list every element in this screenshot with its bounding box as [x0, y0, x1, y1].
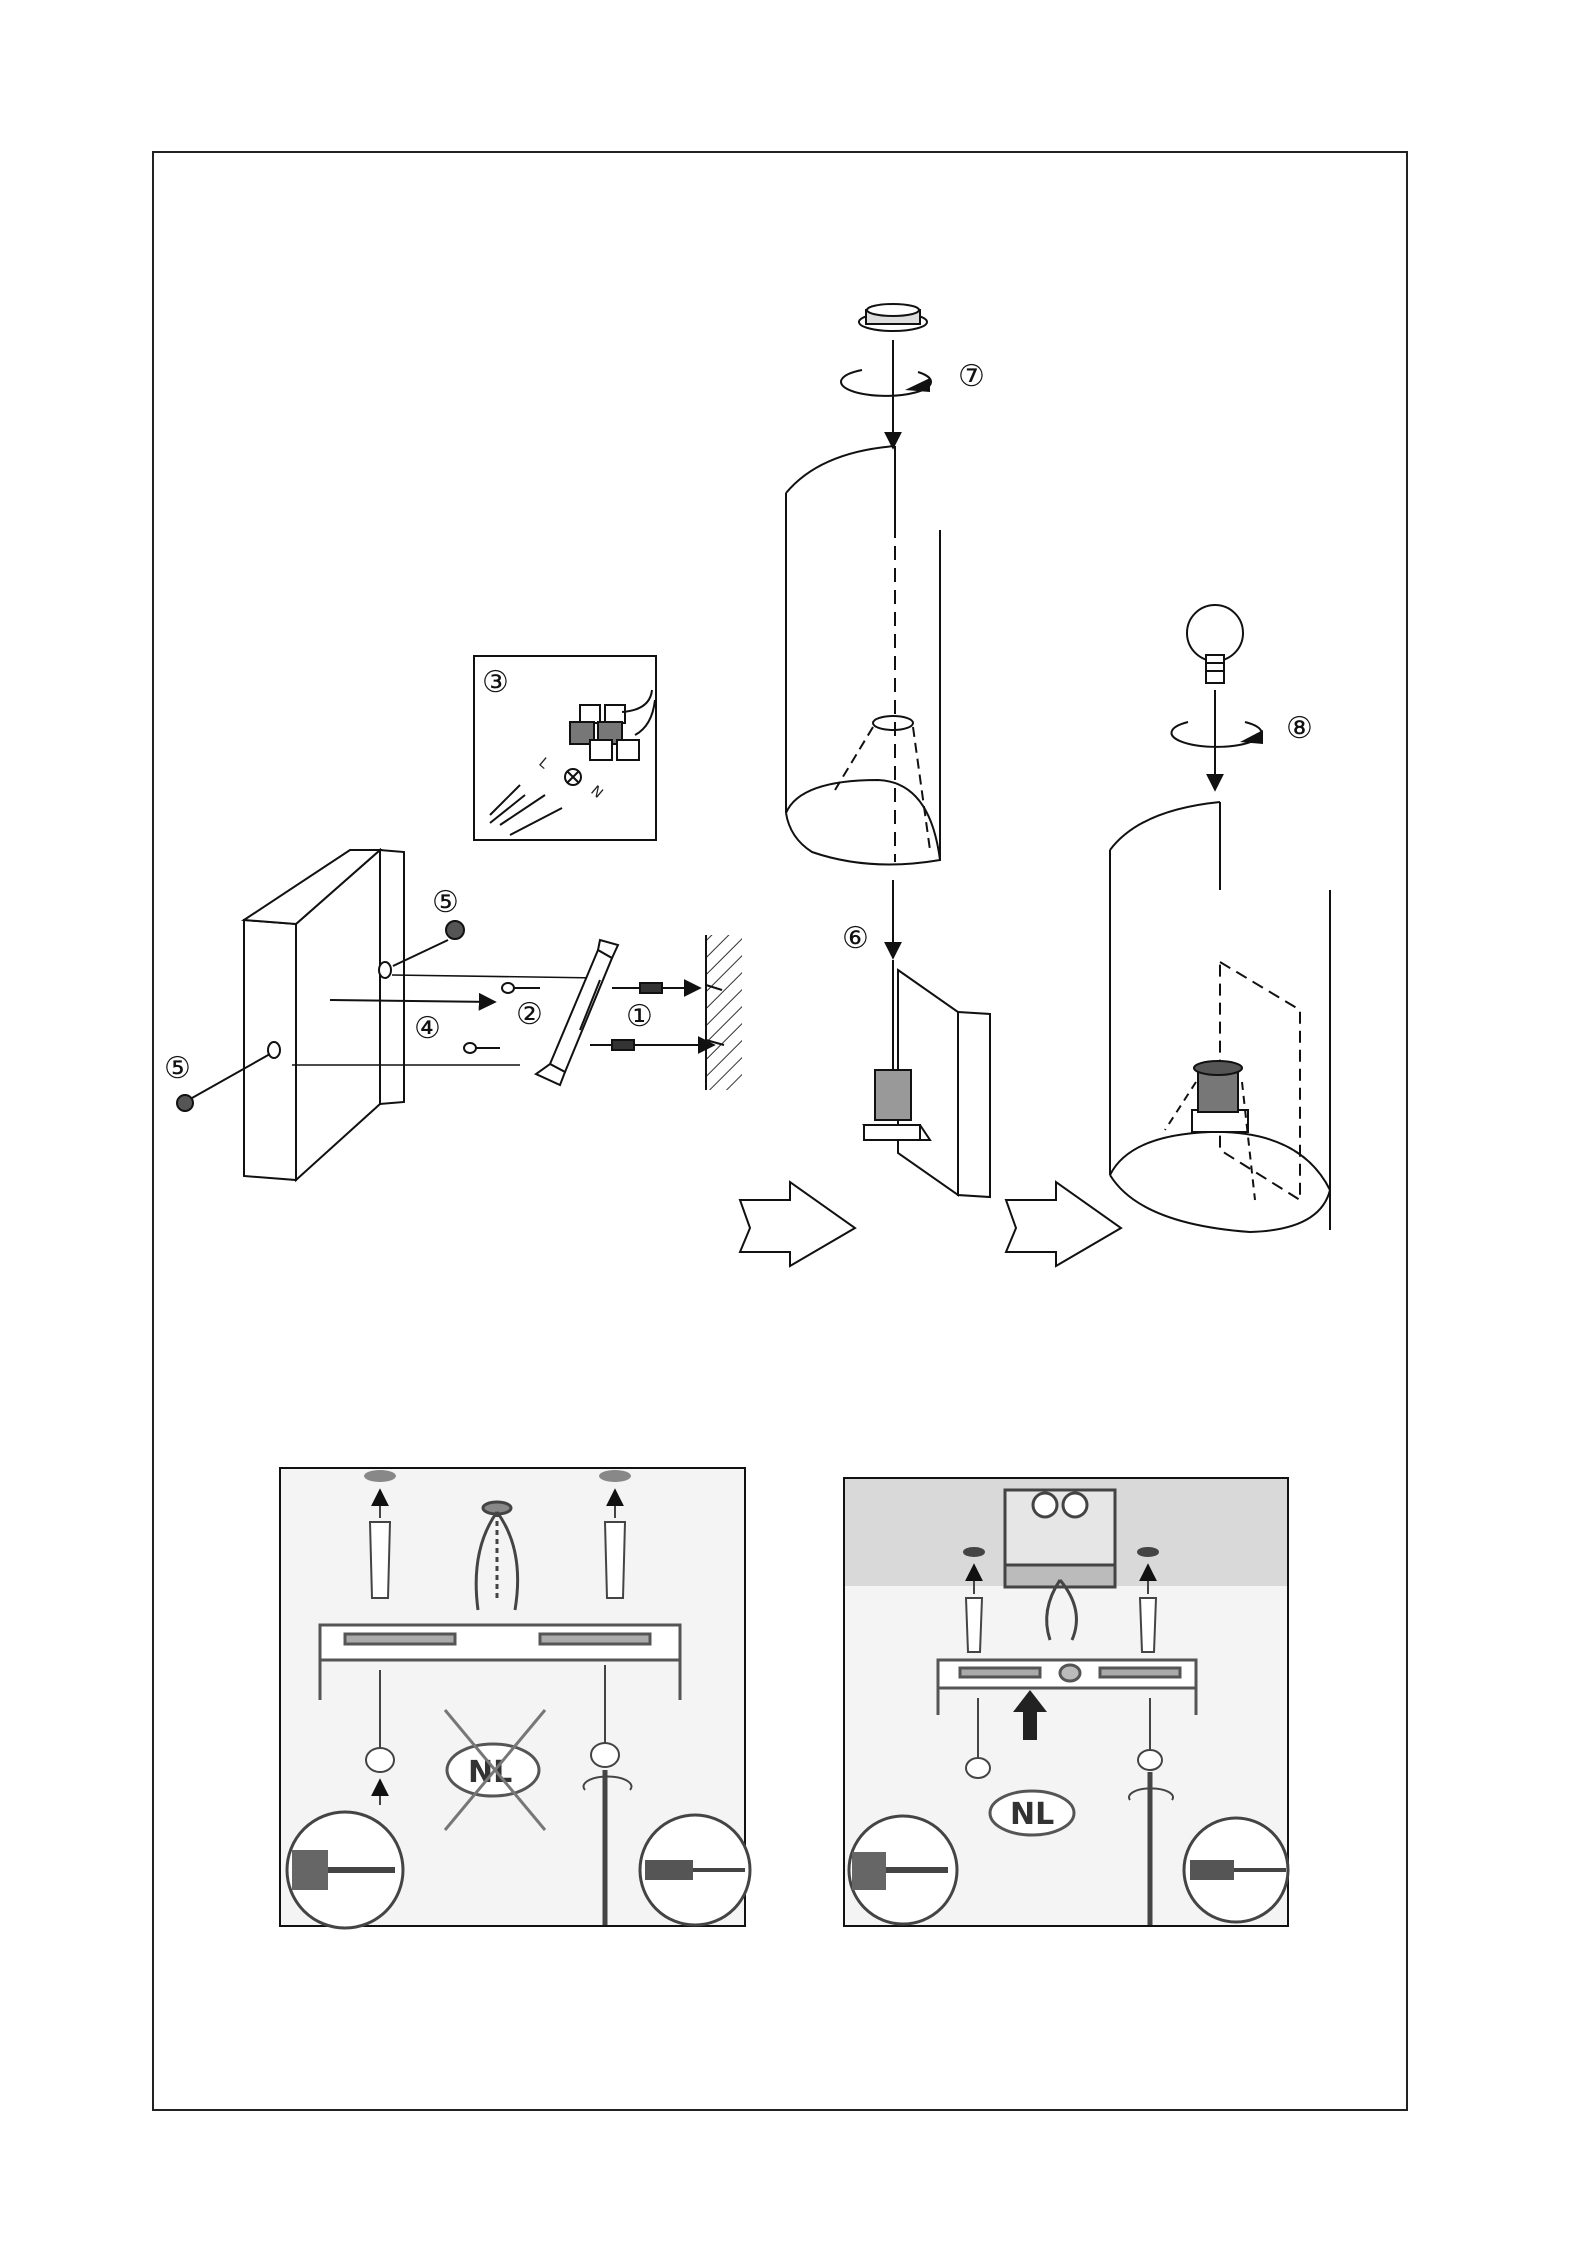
ceiling-mount-panel-left: NL	[280, 1468, 750, 1928]
ring-nut-icon	[859, 304, 927, 331]
bulb-icon	[1187, 605, 1243, 683]
screwdriver-icon	[640, 1815, 750, 1925]
rotate-arrow-7	[841, 370, 931, 396]
drill-icon	[287, 1812, 403, 1928]
step-1-label: ①	[626, 999, 653, 1034]
step-5-label-top: ⑤	[432, 885, 459, 920]
step-3-label: ③	[482, 665, 509, 700]
step-5-label-left: ⑤	[164, 1051, 191, 1086]
ceiling-mount-panel-right: NL	[844, 1478, 1288, 1926]
lamp-shade-icon	[1110, 802, 1330, 1232]
screwdriver-icon	[1184, 1818, 1288, 1922]
terminal-block-inset: L N ③	[474, 656, 656, 840]
rotate-arrow-8	[1172, 722, 1262, 747]
step-4-label: ④	[414, 1011, 441, 1046]
nl-badge-label-right: NL	[1010, 1797, 1054, 1832]
wall-hatch	[706, 935, 742, 1090]
step-6-label: ⑥	[842, 921, 869, 956]
step-2-label: ②	[516, 997, 543, 1032]
lamp-shade-icon	[786, 446, 940, 865]
bracket-icon	[536, 940, 618, 1085]
wall-plate-icon	[244, 850, 404, 1180]
arrow-right-icon	[740, 1182, 1121, 1266]
wall-plate-icon	[864, 960, 990, 1197]
junction-box-icon	[1005, 1490, 1115, 1587]
step-8-label: ⑧	[1286, 711, 1313, 746]
drill-icon	[849, 1816, 957, 1924]
step-7-label: ⑦	[958, 359, 985, 394]
